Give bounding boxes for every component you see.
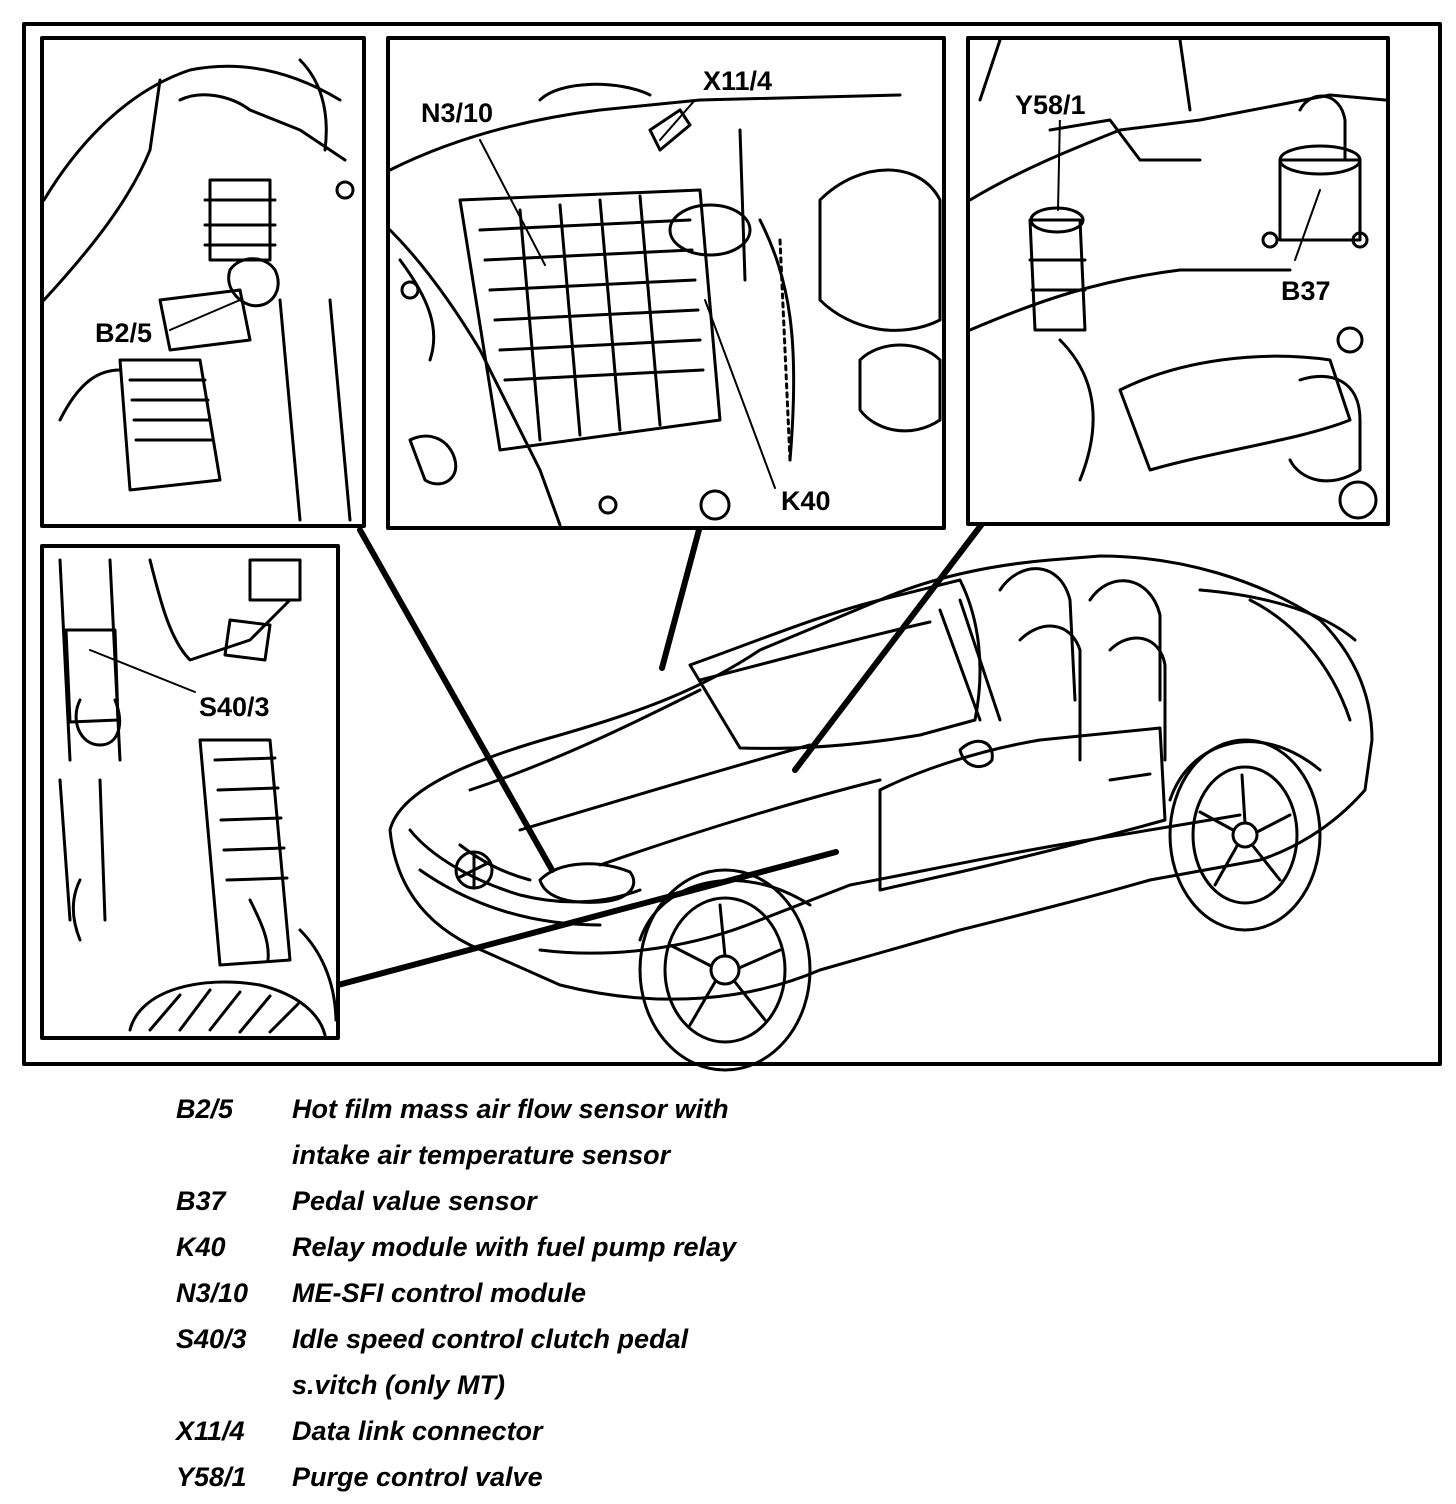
legend-code: Y58/1 <box>176 1462 247 1492</box>
legend-description: ME-SFI control module <box>292 1278 586 1308</box>
legend-row: B37 Pedal value sensor <box>176 1178 1076 1224</box>
legend: B2/5 Hot film mass air flow sensor with … <box>176 1086 1076 1500</box>
inset-b2-5 <box>40 36 366 528</box>
callout-k40: K40 <box>778 486 834 516</box>
callout-x11-4: X11/4 <box>700 66 776 96</box>
legend-row: X11/4 Data link connector <box>176 1408 1076 1454</box>
legend-description: Pedal value sensor <box>292 1186 537 1216</box>
legend-description: Idle speed control clutch pedal <box>292 1324 689 1354</box>
legend-code <box>176 1362 292 1408</box>
legend-description: Relay module with fuel pump relay <box>292 1232 737 1262</box>
legend-description: s.vitch (only MT) <box>292 1370 506 1400</box>
inset-s40-3 <box>40 544 340 1040</box>
legend-code: B2/5 <box>176 1094 234 1124</box>
legend-row: intake air temperature sensor <box>176 1132 1076 1178</box>
legend-description: Purge control valve <box>292 1462 543 1492</box>
legend-description: Data link connector <box>292 1416 543 1446</box>
legend-description: intake air temperature sensor <box>292 1140 671 1170</box>
callout-b37: B37 <box>1278 276 1334 306</box>
legend-description: Hot film mass air flow sensor with <box>292 1094 729 1124</box>
callout-y58-1: Y58/1 <box>1012 90 1089 120</box>
legend-row: B2/5 Hot film mass air flow sensor with <box>176 1086 1076 1132</box>
legend-row: Y58/1 Purge control valve <box>176 1454 1076 1500</box>
callout-b2-5: B2/5 <box>92 318 156 348</box>
legend-code: X11/4 <box>176 1416 245 1446</box>
legend-code: K40 <box>176 1232 226 1262</box>
car-illustration <box>388 554 1374 1072</box>
component-location-diagram: B2/5 N3/10 X11/4 K40 Y58/1 B37 S40/3 <box>22 22 1442 1072</box>
callout-s40-3: S40/3 <box>196 692 273 722</box>
legend-code: B37 <box>176 1186 226 1216</box>
legend-code: N3/10 <box>176 1278 249 1308</box>
legend-code: S40/3 <box>176 1324 247 1354</box>
legend-row: K40 Relay module with fuel pump relay <box>176 1224 1076 1270</box>
legend-row: N3/10 ME-SFI control module <box>176 1270 1076 1316</box>
legend-row: s.vitch (only MT) <box>176 1362 1076 1408</box>
diagram-drawing <box>22 22 1442 1072</box>
legend-row: S40/3 Idle speed control clutch pedal <box>176 1316 1076 1362</box>
outer-frame <box>22 22 1442 1066</box>
legend-code <box>176 1132 292 1178</box>
callout-n3-10: N3/10 <box>418 98 497 128</box>
leader-lines <box>335 521 985 988</box>
